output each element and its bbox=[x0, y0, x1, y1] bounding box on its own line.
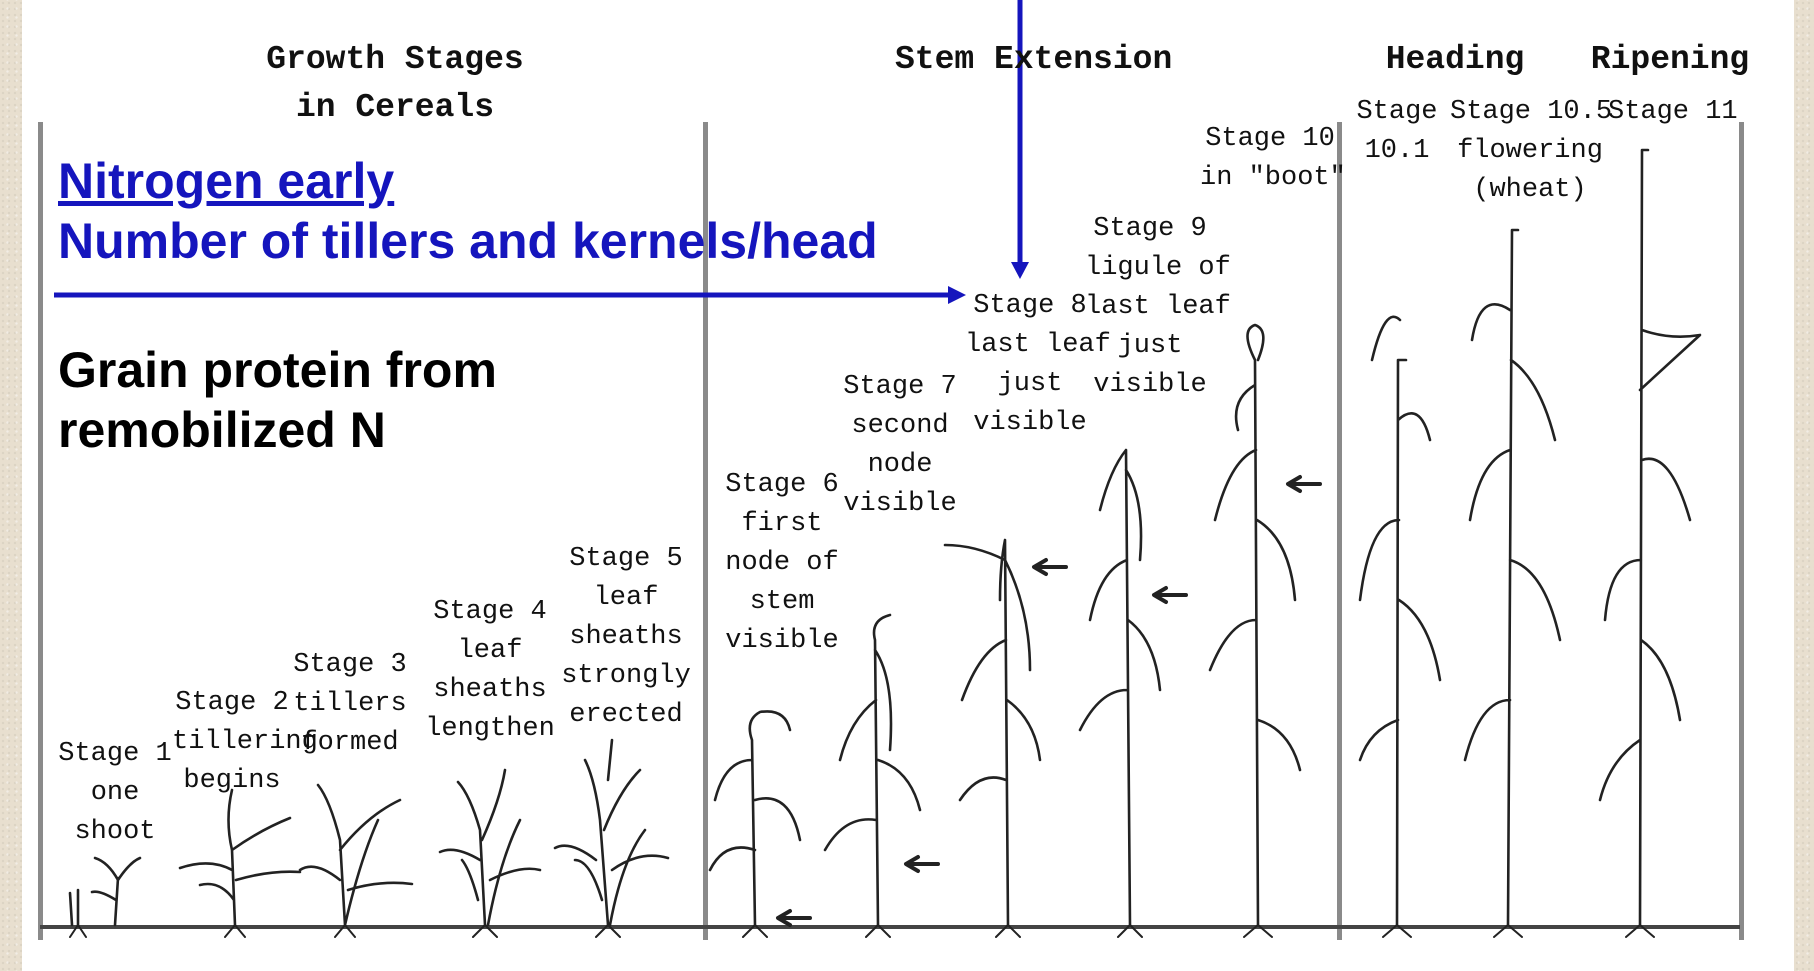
nitrogen-early-label: Nitrogen early bbox=[58, 152, 394, 210]
header-stem-extension: Stem Extension bbox=[895, 36, 1165, 84]
header-heading: Heading bbox=[1380, 36, 1530, 84]
header-ripening: Ripening bbox=[1590, 36, 1750, 84]
grain-protein-line-1: Grain protein from bbox=[58, 340, 497, 400]
grain-protein-label: Grain protein from remobilized N bbox=[58, 340, 497, 460]
grain-protein-line-2: remobilized N bbox=[58, 400, 497, 460]
header-growth-stages: Growth Stages in Cereals bbox=[250, 36, 540, 132]
tillers-kernels-label: Number of tillers and kernels/head bbox=[58, 212, 878, 270]
stage-11-label: Stage 11 bbox=[1608, 93, 1728, 132]
